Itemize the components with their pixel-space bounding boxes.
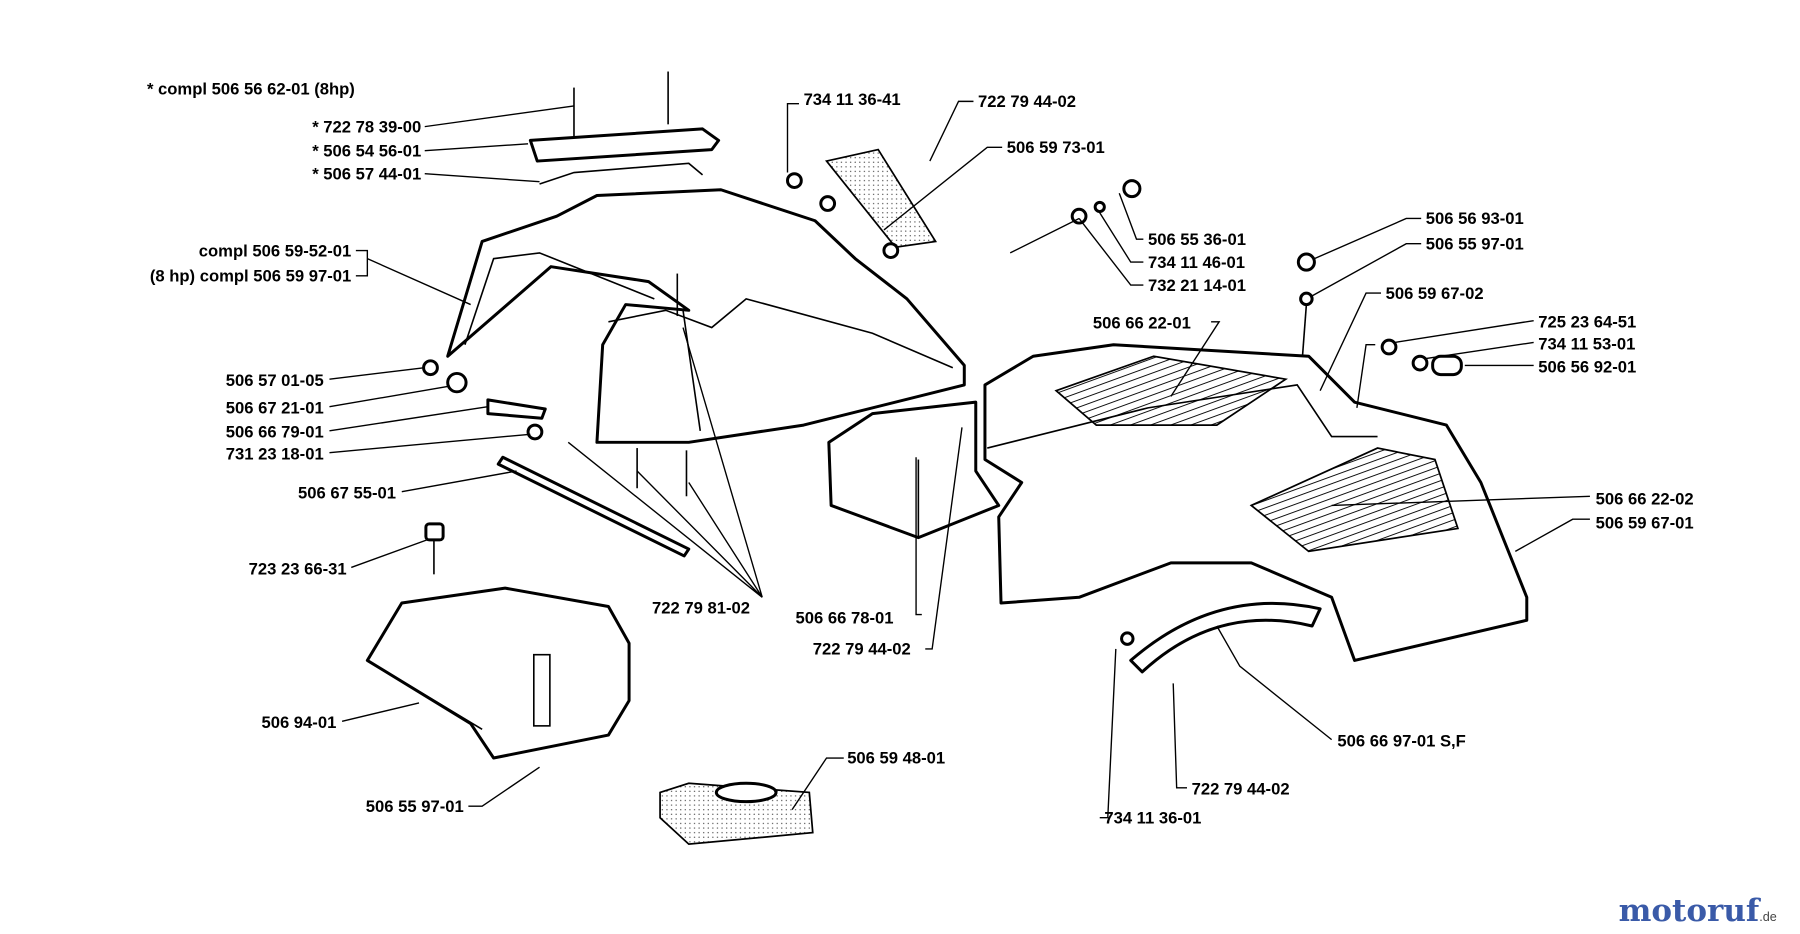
part-label: 722 79 44-02	[978, 92, 1076, 111]
rear-body	[983, 343, 1529, 662]
leader-lines	[329, 100, 1590, 819]
seat-cushion	[528, 71, 721, 185]
foam-pad	[659, 781, 814, 845]
part-label: 734 11 46-01	[1148, 253, 1245, 272]
part-label: 722 79 44-02	[1192, 780, 1290, 799]
part-label: 722 79 81-02	[652, 598, 750, 617]
logo-suffix: .de	[1759, 910, 1777, 924]
part-label: 506 66 79-01	[226, 423, 324, 442]
part-labels: * 722 78 39-00 * 506 54 56-01 * 506 57 4…	[150, 90, 1694, 828]
part-label: compl 506 59-52-01	[199, 241, 351, 260]
part-label: 506 56 92-01	[1538, 357, 1636, 376]
part-label: 731 23 18-01	[226, 445, 324, 464]
part-label: 506 55 36-01	[1148, 230, 1246, 249]
part-label: 725 23 64-51	[1538, 313, 1636, 332]
part-label: * 506 57 44-01	[312, 164, 421, 183]
motoruf-logo: motoruf.de	[1619, 893, 1777, 929]
battery-box	[827, 400, 1001, 540]
front-cover	[365, 586, 631, 760]
note-compl-8hp: * compl 506 56 62-01 (8hp)	[147, 79, 355, 98]
part-label: 734 11 36-41	[804, 90, 901, 109]
logo-line: motoruf.de	[1619, 893, 1777, 929]
part-label: 722 79 44-02	[813, 640, 911, 659]
part-label: 506 94-01	[261, 713, 336, 732]
part-label: * 506 54 56-01	[312, 141, 421, 160]
part-label: 506 59 67-02	[1386, 284, 1484, 303]
part-label: 506 67 21-01	[226, 399, 324, 418]
part-label: 506 55 97-01	[1426, 234, 1524, 253]
part-label: 506 57 01-05	[226, 371, 324, 390]
part-label: 506 56 93-01	[1426, 209, 1524, 228]
part-label: 506 59 48-01	[847, 749, 945, 768]
part-label: 506 59 73-01	[1007, 138, 1105, 157]
fender-strip	[1120, 601, 1322, 674]
part-label: 506 66 78-01	[796, 609, 894, 628]
part-label: 506 66 97-01 S,F	[1337, 732, 1465, 751]
part-label: 732 21 14-01	[1148, 276, 1246, 295]
part-label: * 722 78 39-00	[312, 117, 421, 136]
part-label: 506 67 55-01	[298, 484, 396, 503]
part-label: 723 23 66-31	[249, 559, 347, 578]
part-label: 734 11 53-01	[1538, 334, 1635, 353]
part-label: 506 59 67-01	[1596, 513, 1694, 532]
part-label: 506 66 22-02	[1596, 489, 1694, 508]
part-label: 506 55 97-01	[366, 797, 464, 816]
part-label: (8 hp) compl 506 59 97-01	[150, 267, 351, 286]
engine-hood	[446, 188, 966, 444]
part-label: 734 11 36-01	[1104, 808, 1201, 827]
part-label: 506 66 22-01	[1093, 314, 1191, 333]
logo-text: motoruf	[1619, 893, 1761, 929]
